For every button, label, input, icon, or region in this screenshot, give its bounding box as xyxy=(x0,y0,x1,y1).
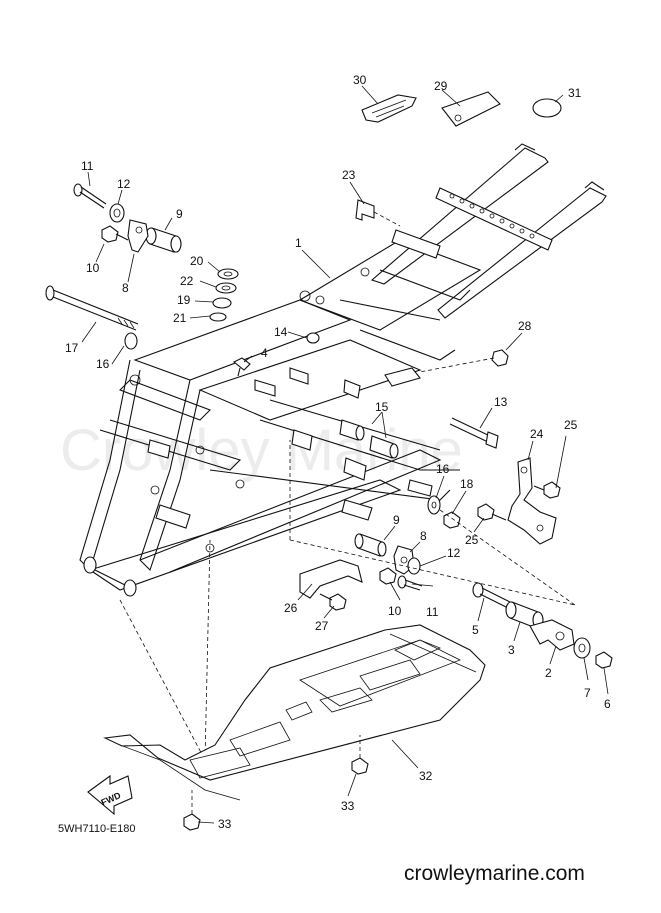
callout-11-upper: 11 xyxy=(81,159,94,173)
part-12-collar-lower xyxy=(407,557,421,575)
part-6-nut xyxy=(595,651,613,669)
callout-25-upper: 25 xyxy=(564,418,578,432)
callout-28: 28 xyxy=(518,319,532,333)
part-21-washer xyxy=(209,312,227,322)
part-28-nut xyxy=(419,349,509,373)
callout-9-lower: 9 xyxy=(393,513,400,527)
part-3-bushing xyxy=(505,601,544,629)
part-16-washer-right xyxy=(427,495,441,515)
part-29-pad xyxy=(441,91,501,127)
part-33-bolt-center xyxy=(351,735,369,775)
part-16-washer-left xyxy=(124,332,138,350)
part-32-skid-plate xyxy=(103,624,486,801)
callout-19: 19 xyxy=(177,293,191,307)
callout-10-upper: 10 xyxy=(86,261,100,275)
callout-1: 1 xyxy=(295,236,302,250)
part-30-protector xyxy=(361,94,417,123)
callout-16-left: 16 xyxy=(96,357,110,371)
part-14-collar xyxy=(306,332,320,344)
callout-15: 15 xyxy=(375,400,389,414)
part-20-washer xyxy=(217,268,239,280)
callout-13: 13 xyxy=(494,395,508,409)
callout-6: 6 xyxy=(604,697,611,711)
part-7-collar xyxy=(573,637,591,659)
callout-4: 4 xyxy=(261,346,268,360)
assembly-guide-lines xyxy=(119,440,576,761)
callout-9-upper: 9 xyxy=(176,207,183,221)
callout-26: 26 xyxy=(284,601,298,615)
callout-labels: 30 29 31 11 12 23 9 1 10 20 22 8 19 21 2… xyxy=(65,73,611,831)
part-22-washer xyxy=(215,282,237,294)
part-9-bushing-lower xyxy=(354,533,387,557)
callout-25-lower: 25 xyxy=(465,533,479,547)
callout-16-right: 16 xyxy=(436,462,450,476)
part-26-bracket xyxy=(299,559,363,599)
callout-2: 2 xyxy=(545,666,552,680)
part-2-bracket xyxy=(529,619,575,651)
callout-8-upper: 8 xyxy=(122,281,129,295)
callout-20: 20 xyxy=(190,254,204,268)
callout-18: 18 xyxy=(460,477,474,491)
part-23-bracket xyxy=(355,199,401,227)
callout-3: 3 xyxy=(508,643,515,657)
callout-31: 31 xyxy=(568,86,582,100)
part-9-bushing xyxy=(145,227,182,253)
part-1-main-frame xyxy=(79,143,607,597)
fwd-arrow-icon: FWD xyxy=(87,774,133,816)
callout-27: 27 xyxy=(315,619,329,633)
site-name: crowleymarine.com xyxy=(404,862,585,885)
part-31-ring xyxy=(532,98,562,118)
part-5-bolt xyxy=(472,582,511,609)
callout-33-center: 33 xyxy=(341,799,355,813)
callout-11-lower: 11 xyxy=(426,605,439,619)
callout-30: 30 xyxy=(353,73,367,87)
watermark: Crowley Marine xyxy=(60,418,463,483)
callout-32: 32 xyxy=(419,769,433,783)
part-10-nut xyxy=(101,225,129,243)
part-24-bracket xyxy=(507,457,557,545)
drawing-code: 5WH7110-E180 xyxy=(58,823,135,835)
part-25-bolt-lower xyxy=(477,503,507,521)
part-11-bolt xyxy=(73,183,107,209)
callout-29: 29 xyxy=(434,79,448,93)
callout-33-front: 33 xyxy=(218,817,232,831)
callout-24: 24 xyxy=(530,427,544,441)
callout-5: 5 xyxy=(472,623,479,637)
part-25-bolt-upper xyxy=(533,481,561,499)
part-19-washer xyxy=(212,297,232,309)
part-17-long-bolt xyxy=(45,285,139,331)
part-11-bolt-lower xyxy=(397,575,423,591)
part-12-collar xyxy=(109,203,125,223)
callout-12-upper: 12 xyxy=(117,177,131,191)
callout-21: 21 xyxy=(173,311,187,325)
part-13-bolt xyxy=(449,417,499,449)
part-10-nut-lower xyxy=(379,567,397,585)
callout-10-lower: 10 xyxy=(388,604,402,618)
callout-7: 7 xyxy=(584,686,591,700)
callout-22: 22 xyxy=(180,274,194,288)
callout-23: 23 xyxy=(342,168,356,182)
callout-17: 17 xyxy=(65,341,79,355)
callout-12-lower: 12 xyxy=(447,546,461,560)
callout-14: 14 xyxy=(274,325,288,339)
part-8-bracket xyxy=(127,219,149,253)
callout-8-lower: 8 xyxy=(420,529,427,543)
part-15-engine-mounts xyxy=(291,419,399,481)
part-4-screw xyxy=(232,357,251,377)
leader-lines xyxy=(81,85,609,824)
part-33-bolt-front xyxy=(183,790,201,831)
